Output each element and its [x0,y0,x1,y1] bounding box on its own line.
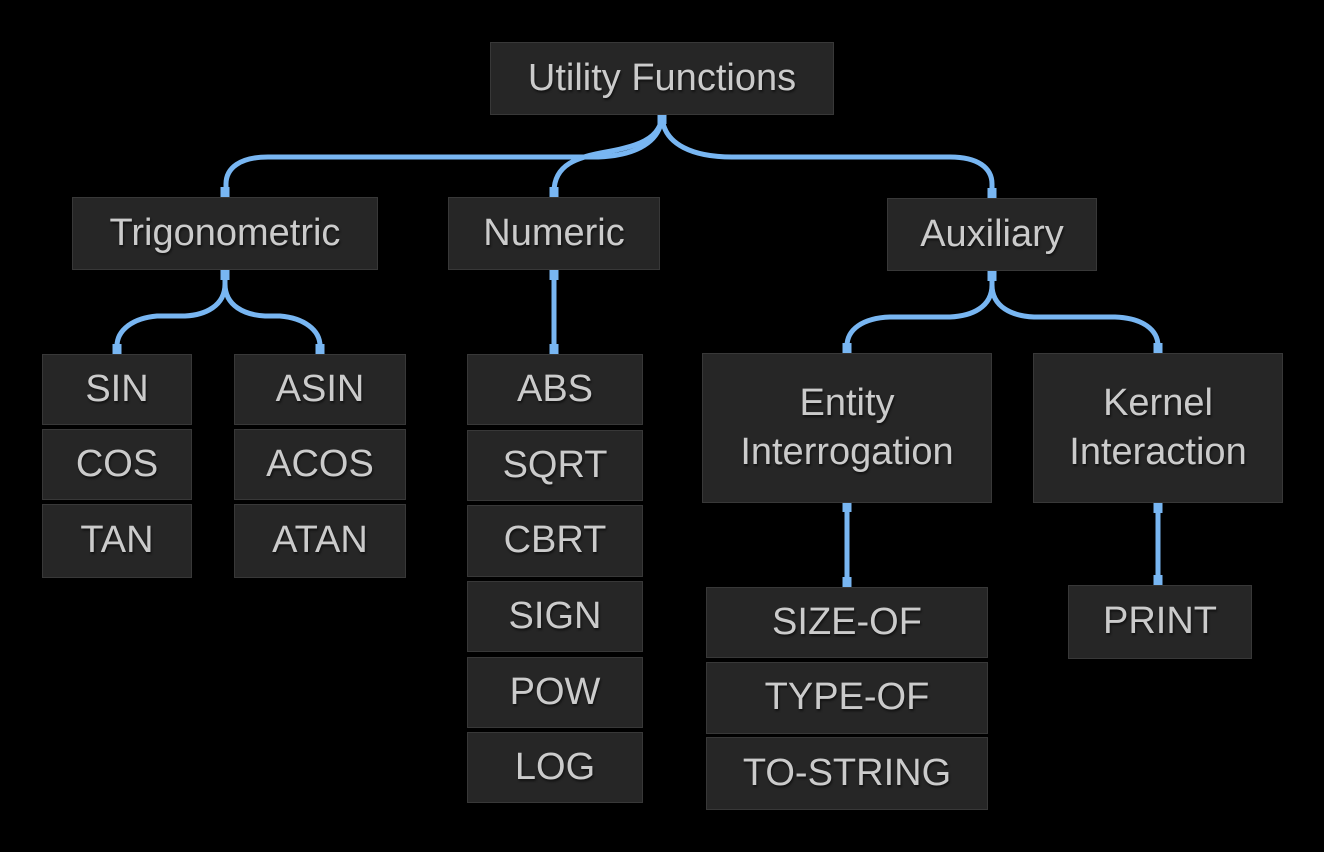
node-kernel-interaction: Kernel Interaction [1033,353,1283,503]
node-asin: ASIN [234,354,406,425]
edge-cap [657,112,667,124]
node-acos: ACOS [234,429,406,500]
node-atan: ATAN [234,504,406,578]
edge-cap [842,343,852,354]
edge-cap [987,269,997,281]
node-entity-interrogation-label: Entity Interrogation [740,381,954,473]
node-trigonometric: Trigonometric [72,197,378,270]
node-cbrt: CBRT [467,505,643,577]
edge-cap [112,344,122,355]
edge-auxiliary-entity [844,272,995,354]
edge-cap [549,344,559,355]
edge-cap [315,344,325,355]
edge-root-auxiliary [659,113,995,199]
node-sin: SIN [42,354,192,425]
edge-cap [987,188,997,199]
node-utility-functions: Utility Functions [490,42,834,115]
edge-cap [1153,501,1163,513]
node-kernel-interaction-label: Kernel Interaction [1069,381,1247,473]
node-size-of: SIZE-OF [706,587,988,658]
node-sign: SIGN [467,581,643,652]
node-numeric: Numeric [448,197,660,270]
edge-cap [220,268,230,280]
edge-cap [842,577,852,588]
node-tan: TAN [42,504,192,578]
node-auxiliary: Auxiliary [887,198,1097,271]
node-print: PRINT [1068,585,1252,659]
edge-cap [842,500,852,512]
node-abs: ABS [467,354,643,425]
edge-cap [549,268,559,280]
node-type-of: TYPE-OF [706,662,988,734]
edge-cap [1153,575,1163,586]
edge-trigonometric-sin [114,271,228,355]
edge-cap [220,187,230,198]
node-log: LOG [467,732,643,803]
node-entity-interrogation: Entity Interrogation [702,353,992,503]
edge-root-numeric [551,113,665,198]
node-pow: POW [467,657,643,728]
node-sqrt: SQRT [467,430,643,501]
node-cos: COS [42,429,192,500]
node-to-string: TO-STRING [706,737,988,810]
edge-auxiliary-kernel [989,272,1161,354]
edge-cap [1153,343,1163,354]
edge-cap [549,187,559,198]
edge-trigonometric-asin [222,271,323,355]
